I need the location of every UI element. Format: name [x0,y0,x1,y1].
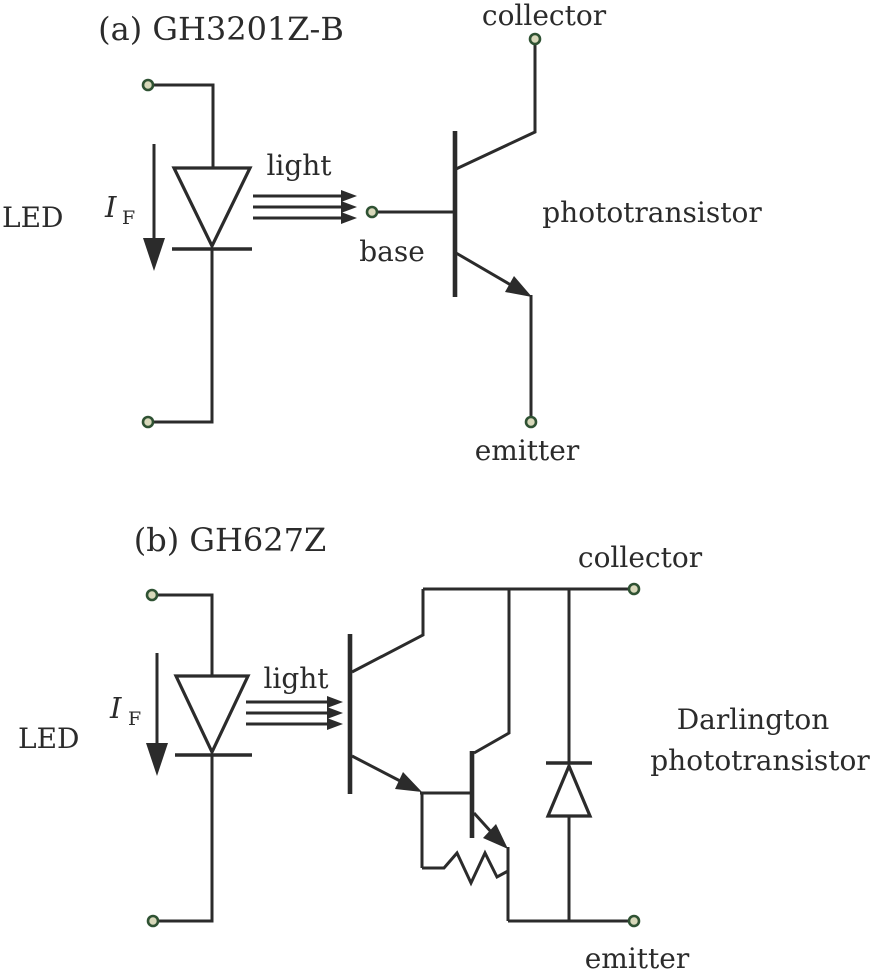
collector-label: collector [578,541,703,574]
light-arrowhead [341,201,357,213]
light-arrows-b [246,696,343,730]
darlington-phototransistor-symbol [347,582,641,928]
led-symbol-a [141,78,253,429]
light-arrows-a [253,190,357,224]
transistor2-collector-wire [473,589,511,755]
transistor2-emitter-line [472,811,495,836]
transistor1-collector-wire [351,589,425,674]
base-label: base [359,235,425,268]
led-label: LED [18,722,79,755]
collector-label: collector [482,0,607,32]
forward-current-arrow-a [143,144,165,271]
terminal-dot [145,588,159,602]
current-symbol: I [109,691,122,725]
diagram-a: (a) GH3201Z-B I F LED light [2,0,762,467]
led-cathode-wire [154,249,214,424]
led-anode-wire [154,83,215,168]
light-arrowhead [327,707,343,719]
diode-triangle [545,761,593,818]
transistor1-emitter-line [351,754,405,785]
terminal-dot [141,78,155,92]
current-arrowhead [146,743,168,776]
device-label: phototransistor [542,196,762,229]
light-arrowhead [327,718,343,730]
terminal-dot [627,914,641,928]
terminal-dot [146,914,160,928]
terminal-dot [627,582,641,596]
transistor1-emitter-arrowhead [395,772,422,792]
light-label: light [263,662,329,695]
terminal-dot [141,415,155,429]
light-arrowhead [341,190,357,202]
phototransistor-symbol-a [365,32,542,429]
current-subscript: F [122,207,135,229]
current-subscript: F [128,708,141,730]
light-arrowhead [341,212,357,224]
light-label: light [266,149,332,182]
terminal-dot [365,205,379,219]
base-emitter-resistor [422,849,509,887]
led-symbol-b [145,588,252,928]
terminal-dot [524,415,538,429]
forward-current-arrow-b [146,653,168,776]
emitter-arrowhead [505,276,532,297]
device-label-line2: phototransistor [650,744,870,777]
emitter-label: emitter [475,434,580,467]
emitter-label: emitter [585,942,690,973]
diagram-a-title: (a) GH3201Z-B [98,10,344,48]
led-anode-wire [158,593,214,676]
light-arrowhead [327,696,343,708]
protection-diode [545,589,593,921]
led-label: LED [2,201,63,234]
collector-wire [455,45,537,171]
terminal-dot [528,32,542,46]
device-label-line1: Darlington [677,703,830,736]
transistor2-emitter-arrowhead [483,824,508,849]
current-arrowhead [143,238,165,271]
emitter-line [455,251,517,290]
led-cathode-wire [159,755,214,923]
diagram-b: (b) GH627Z I F LED light [18,521,870,973]
led-triangle [173,674,251,756]
led-triangle [171,166,253,250]
current-symbol: I [104,190,117,224]
diagram-b-title: (b) GH627Z [134,521,326,559]
